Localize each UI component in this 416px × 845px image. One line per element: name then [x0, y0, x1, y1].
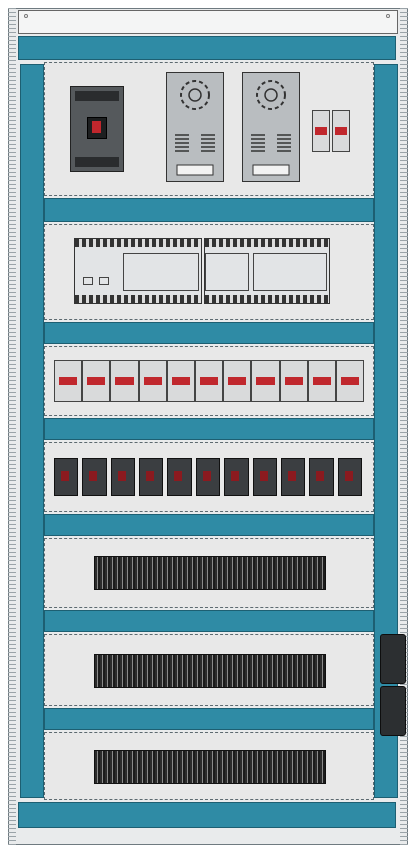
mini-breaker-icon — [279, 360, 308, 402]
relay-icon — [167, 458, 192, 496]
horizontal-rail — [18, 802, 396, 828]
mini-breaker-icon — [138, 360, 167, 402]
mini-breaker-icon — [82, 360, 111, 402]
horizontal-rail — [18, 36, 396, 60]
mini-breaker-icon — [194, 360, 224, 402]
breaker-row — [54, 360, 365, 402]
plc-module-icon — [74, 238, 202, 304]
cabinet-left-rail — [8, 8, 16, 845]
cabinet-right-rail — [400, 8, 408, 845]
terminal-block-strip — [94, 556, 326, 590]
horizontal-rail — [44, 708, 374, 730]
relay-icon — [337, 458, 362, 496]
door-handle-icon[interactable] — [380, 686, 406, 736]
mini-breaker-icon — [307, 360, 336, 402]
relay-icon — [309, 458, 334, 496]
relay-icon — [82, 458, 107, 496]
horizontal-rail — [44, 514, 374, 536]
switching-psu-icon — [166, 72, 224, 182]
relay-row — [54, 458, 362, 496]
horizontal-rail — [44, 610, 374, 632]
relay-icon — [139, 458, 164, 496]
mini-breaker-icon — [110, 360, 139, 402]
molded-case-breaker-icon — [70, 86, 124, 172]
mini-breaker-icon — [312, 110, 330, 152]
cabinet-top-cover — [18, 10, 398, 34]
door-handle-icon[interactable] — [380, 634, 406, 684]
mini-breaker-icon — [223, 360, 252, 402]
plc-module-icon — [204, 238, 330, 304]
mini-breaker-icon — [54, 360, 83, 402]
horizontal-rail — [44, 198, 374, 222]
switching-psu-icon — [242, 72, 300, 182]
screw-icon — [24, 14, 28, 18]
horizontal-rail — [44, 322, 374, 344]
relay-icon — [195, 458, 221, 496]
relay-icon — [280, 458, 306, 496]
screw-icon — [386, 14, 390, 18]
mini-breaker-icon — [335, 360, 365, 402]
relay-icon — [54, 458, 79, 496]
mini-breaker-icon — [251, 360, 280, 402]
mini-breaker-icon — [332, 110, 350, 152]
relay-icon — [252, 458, 277, 496]
relay-icon — [110, 458, 136, 496]
relay-icon — [224, 458, 249, 496]
terminal-block-strip — [94, 654, 326, 688]
horizontal-rail — [44, 418, 374, 440]
mini-breaker-icon — [166, 360, 195, 402]
left-side-post — [20, 64, 44, 798]
terminal-block-strip — [94, 750, 326, 784]
